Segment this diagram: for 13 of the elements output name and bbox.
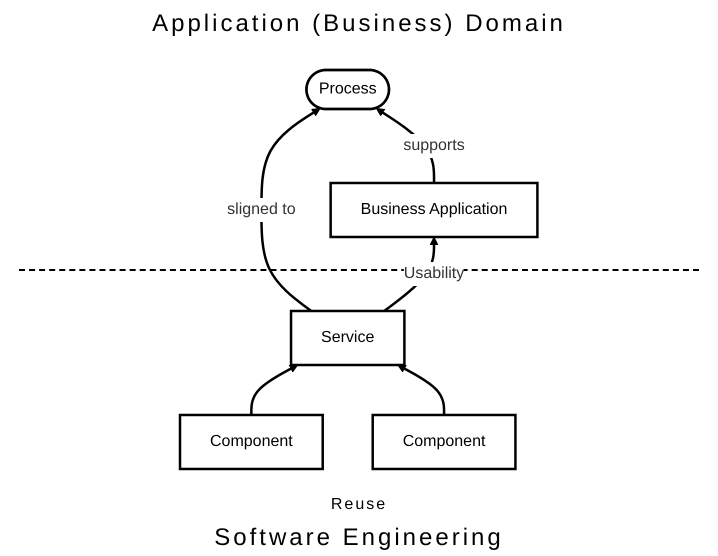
diagram-caption: Software Engineering bbox=[214, 524, 504, 552]
node-box: Component bbox=[372, 413, 517, 470]
arrow bbox=[260, 108, 321, 312]
note-label: Reuse bbox=[330, 496, 388, 513]
node-box: Business Application bbox=[330, 181, 539, 238]
edge-label: supports bbox=[404, 136, 466, 154]
arrow bbox=[250, 364, 298, 414]
arrow bbox=[398, 364, 446, 414]
node-box: Component bbox=[179, 413, 324, 470]
edge-label: sligned to bbox=[227, 200, 296, 218]
node-box: Service bbox=[290, 309, 406, 366]
edge-label: Usability bbox=[404, 264, 465, 282]
diagram-title: Application (Business) Domain bbox=[152, 10, 566, 38]
